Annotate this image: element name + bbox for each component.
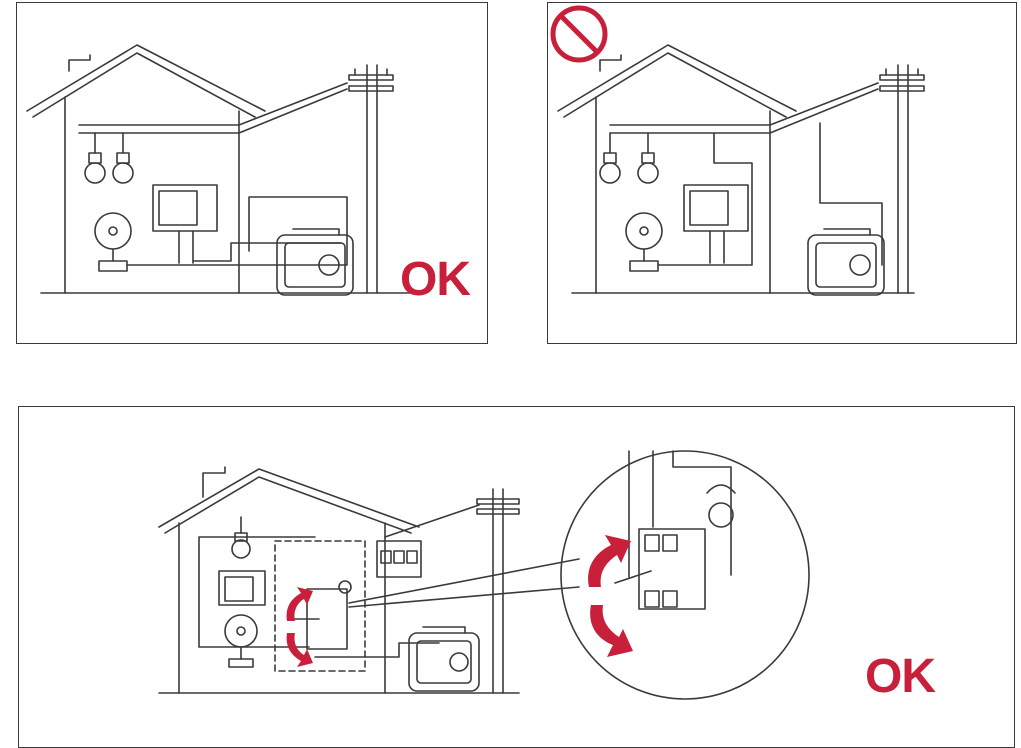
ok-label: OK bbox=[865, 653, 935, 701]
ok-label: OK bbox=[400, 256, 470, 304]
roof bbox=[159, 469, 419, 533]
generator bbox=[277, 229, 353, 295]
service-wire-2 bbox=[79, 83, 347, 125]
fan bbox=[95, 213, 131, 271]
service-wire bbox=[610, 89, 878, 133]
roof bbox=[27, 45, 265, 117]
magnified-switch bbox=[615, 451, 735, 609]
switch-arrows-small bbox=[287, 587, 313, 667]
lamp-right bbox=[113, 133, 133, 183]
house-circuit-wire bbox=[658, 133, 752, 265]
switch-arrows-large bbox=[588, 535, 633, 657]
chimney bbox=[69, 55, 90, 71]
microwave bbox=[684, 185, 748, 263]
generator bbox=[409, 627, 479, 691]
service-wire bbox=[79, 89, 347, 133]
panel-direct-connection: OK bbox=[16, 2, 488, 344]
fan bbox=[626, 213, 662, 271]
appliance-wire bbox=[193, 243, 341, 261]
service-wire bbox=[385, 505, 479, 537]
lamp-right bbox=[638, 133, 658, 183]
lamp-left bbox=[600, 133, 620, 183]
lamp-left bbox=[85, 133, 105, 183]
microwave bbox=[153, 185, 217, 263]
service-wire-2 bbox=[610, 83, 878, 125]
chimney bbox=[203, 467, 225, 497]
generator bbox=[808, 229, 884, 295]
utility-pole bbox=[477, 489, 519, 693]
fan bbox=[225, 615, 257, 667]
electric-meter bbox=[377, 541, 421, 577]
utility-pole bbox=[880, 65, 924, 293]
no-entry-icon bbox=[548, 3, 610, 65]
panel-backfeed-connection bbox=[547, 2, 1017, 344]
panel-transfer-switch-connection: OK bbox=[18, 406, 1015, 748]
house-diagram-backfeed bbox=[548, 3, 1018, 345]
utility-pole bbox=[349, 65, 393, 293]
microwave bbox=[219, 571, 265, 605]
